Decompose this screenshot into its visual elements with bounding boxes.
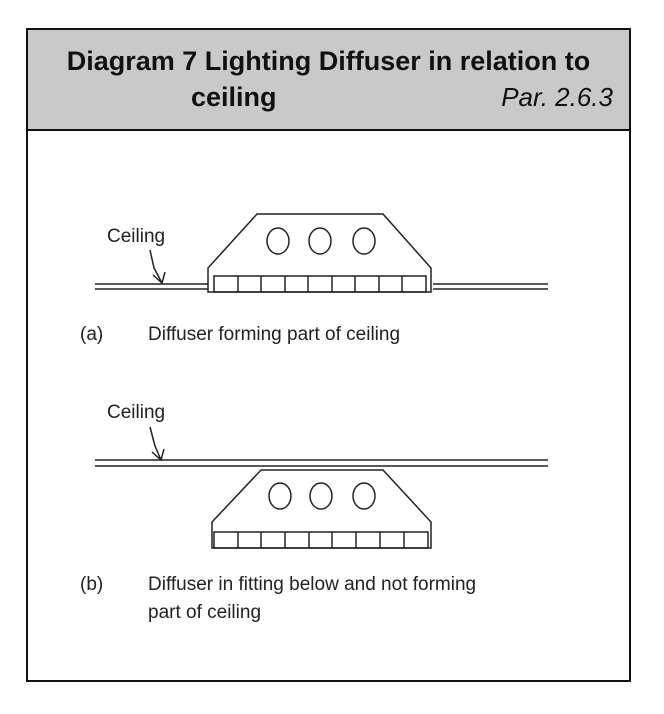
ceiling-a-arrowhead: [152, 271, 166, 285]
figure-b-caption-line2: part of ceiling: [148, 602, 261, 623]
figure-b-caption-line1: Diffuser in fitting below and not formin…: [148, 574, 476, 595]
lamp-b-1: [268, 482, 292, 510]
diagram-header: Diagram 7 Lighting Diffuser in relation …: [28, 30, 629, 131]
diagram-title: Diagram 7 Lighting Diffuser in relation …: [66, 46, 591, 76]
ceiling-b-pointer-arrow: [149, 426, 162, 461]
lamp-b-2: [309, 482, 333, 510]
ceiling-b-arrowhead: [151, 448, 165, 462]
ceiling-a-pointer-arrow: [149, 249, 163, 284]
lamp-b-3: [352, 482, 376, 510]
diagram-title-continuation: ceiling: [191, 82, 277, 112]
figure-a-caption: Diffuser forming part of ceiling: [148, 324, 400, 345]
diagram-frame: Diagram 7 Lighting Diffuser in relation …: [26, 28, 631, 682]
diffuser-a-segments: [237, 276, 403, 292]
figure-b-tag: (b): [80, 574, 103, 595]
fitting-a-housing: [207, 213, 432, 293]
lamp-a-3: [352, 227, 376, 255]
fitting-b-housing: [211, 469, 432, 549]
ceiling-a-label: Ceiling: [107, 226, 165, 247]
paragraph-reference: Par. 2.6.3: [501, 82, 613, 112]
lamp-a-1: [266, 227, 290, 255]
lamp-a-2: [308, 227, 332, 255]
diffuser-a-strip: [213, 275, 427, 293]
diffuser-b-strip: [213, 531, 429, 549]
figure-b: [95, 426, 548, 549]
ceiling-b-label: Ceiling: [107, 402, 165, 423]
figure-a-tag: (a): [80, 324, 103, 345]
diffuser-b-segments: [237, 532, 405, 548]
figure-a: [95, 213, 548, 293]
